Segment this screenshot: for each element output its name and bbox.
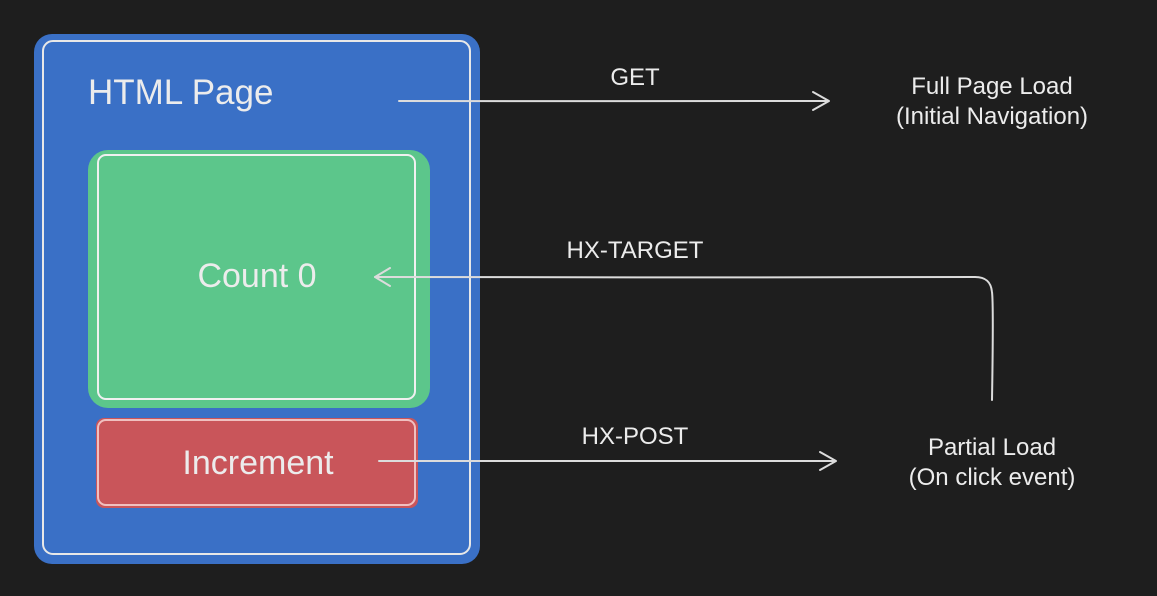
get-label: GET bbox=[610, 64, 660, 91]
hx-target-arrow bbox=[374, 267, 994, 401]
increment-button-fill[interactable] bbox=[96, 418, 418, 508]
hx-post-arrowhead bbox=[819, 451, 837, 471]
hx-post-label: HX-POST bbox=[582, 423, 689, 450]
full-page-load-node: Full Page Load (Initial Navigation) bbox=[896, 73, 1088, 130]
hx-target-arrow-line bbox=[374, 276, 994, 401]
partial-load-node: Partial Load (On click event) bbox=[909, 434, 1076, 491]
get-arrow-line bbox=[398, 99, 829, 103]
hx-target-label: HX-TARGET bbox=[567, 237, 704, 264]
increment-button[interactable]: Increment bbox=[96, 418, 418, 508]
get-arrowhead bbox=[812, 91, 830, 111]
increment-button-outline[interactable] bbox=[97, 419, 416, 506]
count-display-fill bbox=[88, 150, 430, 408]
full-page-load-line1: Full Page Load bbox=[911, 73, 1072, 100]
html-page-outline bbox=[42, 40, 471, 555]
hx-post-arrow bbox=[378, 451, 837, 471]
partial-load-line1: Partial Load bbox=[928, 434, 1056, 461]
full-page-load-line2: (Initial Navigation) bbox=[896, 103, 1088, 130]
html-page-title: HTML Page bbox=[88, 73, 273, 112]
hx-post-arrow-line bbox=[378, 459, 836, 463]
get-arrow bbox=[398, 91, 830, 111]
hx-target-arrowhead bbox=[374, 267, 391, 287]
partial-load-line2: (On click event) bbox=[909, 464, 1076, 491]
count-label: Count 0 bbox=[197, 257, 316, 295]
increment-button-label[interactable]: Increment bbox=[182, 444, 334, 482]
